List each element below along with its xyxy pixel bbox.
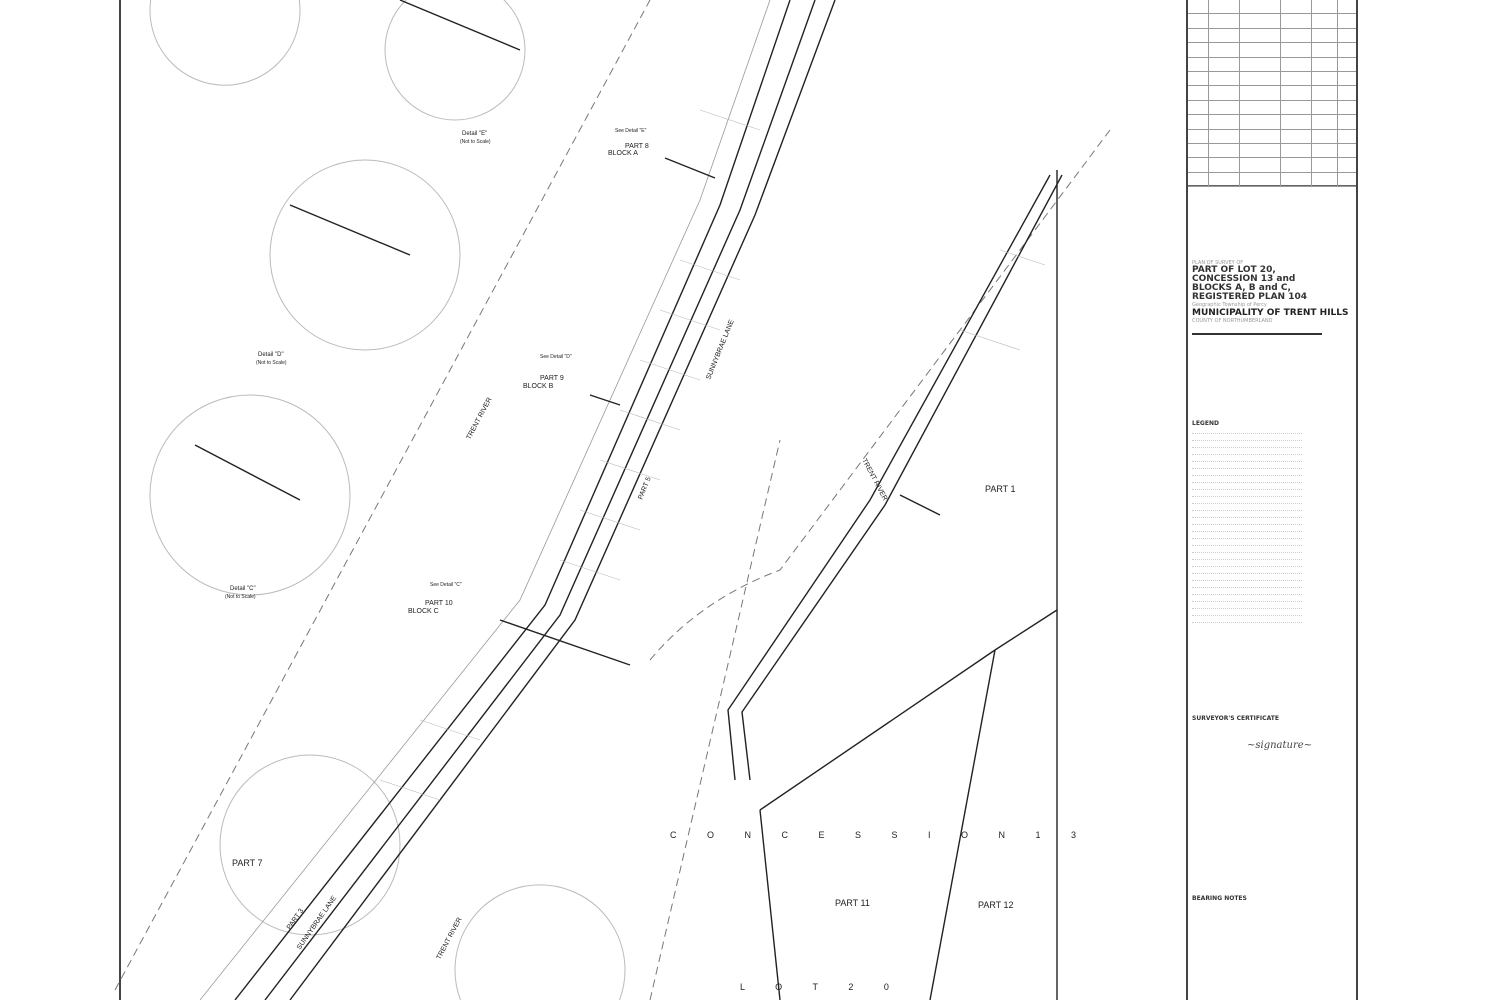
title-line-1: PART OF LOT 20,: [1192, 265, 1276, 275]
detail-d-label: Detail "D": [258, 352, 284, 358]
part-10-label: PART 10: [425, 600, 453, 607]
part-7-label: PART 7: [232, 858, 263, 868]
lot-label: L O T 2 0: [740, 982, 903, 992]
detail-c-scale: (Not to Scale): [225, 594, 256, 600]
see-detail-c: See Detail "C": [430, 582, 462, 588]
municipality: MUNICIPALITY OF TRENT HILLS: [1192, 308, 1349, 318]
part-11-label: PART 11: [835, 898, 870, 908]
block-a-label: BLOCK A: [608, 150, 638, 157]
detail-e-scale: (Not to Scale): [460, 139, 491, 145]
bearing-heading: BEARING NOTES: [1192, 895, 1247, 902]
detail-e-label: Detail "E": [462, 131, 487, 137]
river-boundaries: [114, 0, 1111, 1000]
surveyors-certificate: SURVEYOR'S CERTIFICATE ~signature~: [1192, 715, 1352, 751]
part-8-label: PART 8: [625, 143, 649, 150]
plan-of-survey: PLAN OF SURVEY OF: [1192, 260, 1244, 266]
title-line-2: CONCESSION 13 and: [1192, 274, 1296, 284]
see-detail-d: See Detail "D": [540, 354, 572, 360]
lot-lines: [379, 109, 1046, 801]
lane-strip: [194, 0, 1063, 1000]
parts-schedule-table: [1188, 0, 1356, 188]
plan-title: PLAN OF SURVEY OF PART OF LOT 20, CONCES…: [1192, 260, 1352, 335]
see-detail-e: See Detail "E": [615, 128, 647, 134]
block-b-label: BLOCK B: [523, 383, 554, 390]
title-block: PLAN OF SURVEY OF PART OF LOT 20, CONCES…: [1186, 0, 1358, 1000]
county: COUNTY OF NORTHUMBERLAND: [1192, 318, 1273, 324]
detail-circles: [149, 0, 626, 1000]
concession-label: C O N C E S S I O N 1 3: [670, 830, 1090, 840]
title-line-3: BLOCKS A, B and C,: [1192, 283, 1291, 293]
certificate-heading: SURVEYOR'S CERTIFICATE: [1192, 715, 1279, 722]
legend: LEGEND: [1192, 420, 1352, 623]
surveyor-signature: ~signature~: [1247, 740, 1313, 751]
scale-bar: [1192, 330, 1322, 335]
part-1-label: PART 1: [985, 484, 1016, 494]
detail-d-scale: (Not to Scale): [256, 360, 287, 366]
legend-heading: LEGEND: [1192, 420, 1219, 427]
bearing-notes: BEARING NOTES: [1192, 895, 1352, 902]
title-line-4: REGISTERED PLAN 104: [1192, 292, 1308, 302]
part-12-label: PART 12: [978, 900, 1014, 910]
block-c-label: BLOCK C: [408, 608, 439, 615]
part-9-label: PART 9: [540, 375, 564, 382]
township: Geographic Township of Percy: [1192, 302, 1267, 308]
detail-c-label: Detail "C": [230, 586, 256, 592]
